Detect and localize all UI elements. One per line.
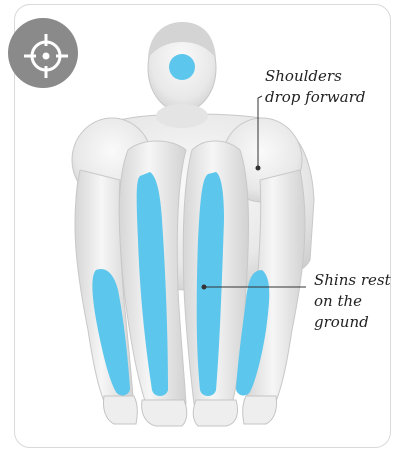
shins-annotation: Shins rest on the ground <box>314 270 391 333</box>
right-hand <box>243 396 277 424</box>
shins-annotation-line3: ground <box>314 312 391 333</box>
left-hand <box>103 396 137 424</box>
shins-annotation-line1: Shins rest <box>314 270 391 291</box>
shoulders-annotation: Shoulders drop forward <box>265 66 365 108</box>
shoulders-annotation-line1: Shoulders <box>265 66 365 87</box>
left-foot <box>142 400 187 426</box>
shins-annotation-line2: on the <box>314 291 391 312</box>
right-foot <box>193 400 237 426</box>
shins-leader-dot <box>202 285 207 290</box>
head-highlight <box>169 54 195 80</box>
shoulders-leader-dot <box>256 166 261 171</box>
crosshair-target-icon <box>8 18 78 88</box>
crosshair-icon-glyph <box>8 18 78 88</box>
neck <box>156 104 208 128</box>
shoulders-annotation-line2: drop forward <box>265 87 365 108</box>
